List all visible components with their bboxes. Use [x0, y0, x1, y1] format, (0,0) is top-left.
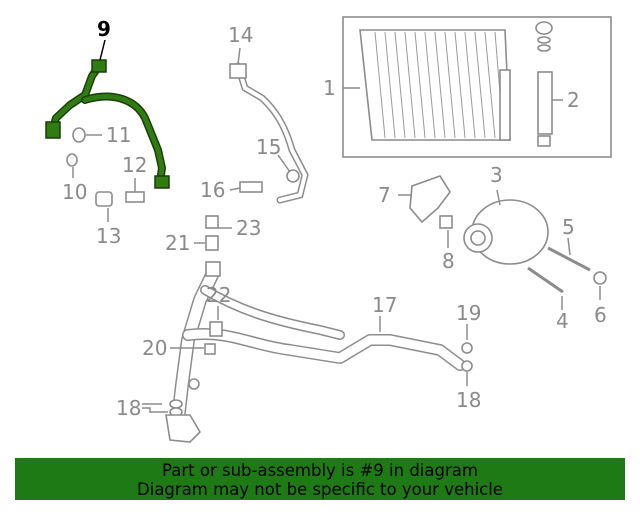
- callout-5: 5: [562, 215, 575, 239]
- part-14-15-hose[interactable]: [229, 62, 309, 204]
- callout-9: 9: [97, 17, 111, 41]
- callout-17: 17: [372, 293, 397, 317]
- callout-1: 1: [323, 76, 336, 100]
- callout-14: 14: [228, 23, 253, 47]
- part-info-banner: Part or sub-assembly is #9 in diagram Di…: [15, 458, 625, 500]
- callout-13: 13: [96, 224, 121, 248]
- callout-16: 16: [200, 178, 225, 202]
- callout-18b: 18: [456, 388, 481, 412]
- callout-4: 4: [556, 309, 569, 333]
- compressor-assembly[interactable]: [409, 175, 607, 294]
- callout-2: 2: [567, 88, 580, 112]
- condenser-assembly[interactable]: [342, 16, 612, 158]
- parts-diagram: 9 14 1 2 11 15 12 3 10 16 7 13 23 5 21 8…: [45, 16, 612, 443]
- callout-22: 22: [206, 283, 231, 307]
- callout-7: 7: [378, 183, 391, 207]
- lower-pipe-assembly[interactable]: [165, 215, 473, 443]
- callout-18a: 18: [116, 396, 141, 420]
- callout-21: 21: [165, 231, 190, 255]
- leader-lines: [72, 39, 601, 413]
- banner-line-2: Diagram may not be specific to your vehi…: [137, 480, 503, 499]
- callout-10: 10: [62, 180, 87, 204]
- callout-15: 15: [256, 135, 281, 159]
- callout-11: 11: [106, 123, 131, 147]
- small-fittings-left[interactable]: [66, 127, 145, 207]
- callout-12: 12: [122, 153, 147, 177]
- callout-20: 20: [142, 336, 167, 360]
- callout-8: 8: [442, 249, 455, 273]
- callout-6: 6: [594, 303, 607, 327]
- banner-line-1: Part or sub-assembly is #9 in diagram: [162, 461, 478, 480]
- callout-19: 19: [456, 301, 481, 325]
- part-9-ac-hose[interactable]: [45, 59, 170, 189]
- callout-23: 23: [236, 216, 261, 240]
- callout-3: 3: [490, 163, 503, 187]
